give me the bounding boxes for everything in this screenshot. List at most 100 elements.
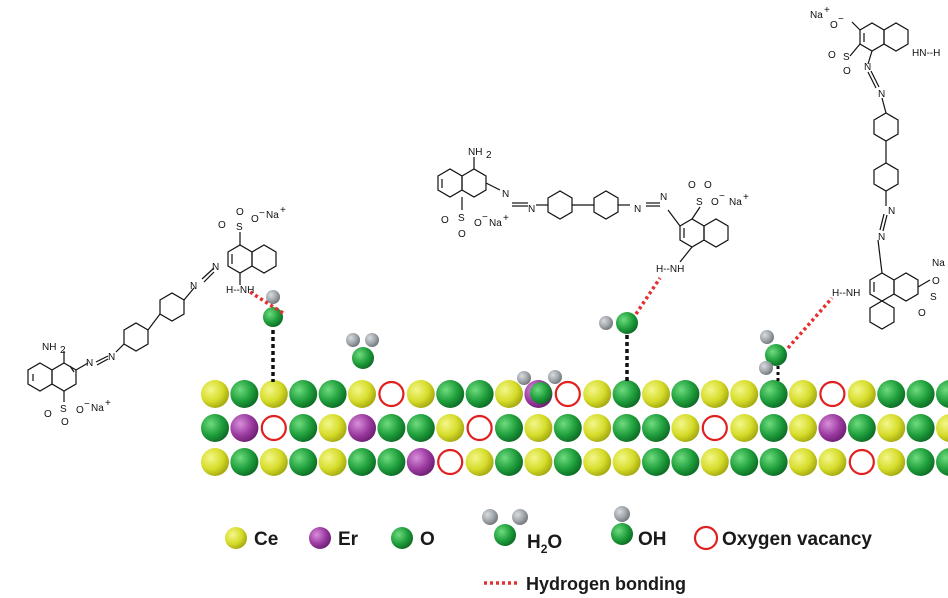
hydrogen-bond (249, 290, 284, 315)
oxygen-vacancy (701, 414, 728, 442)
o-atom (671, 380, 700, 408)
sodium-label: Na (91, 403, 104, 414)
o-atom (906, 380, 935, 408)
ce-atom (495, 380, 523, 408)
azo-n-label: N (502, 189, 509, 200)
amine-h-label-rotated: HN--H (912, 48, 940, 59)
azo-n-label: N (190, 281, 197, 292)
water-hydrogen-atom (548, 370, 562, 384)
legend-ce-swatch (225, 527, 247, 549)
ce-atom (877, 414, 906, 442)
water-hydrogen-atom (365, 333, 379, 347)
legend-er-label: Er (338, 529, 359, 550)
amine-h-label: H--NH (832, 288, 860, 299)
o-atom (877, 380, 906, 408)
legend-h2o-label: H2O (527, 532, 562, 556)
ce-atom (671, 414, 700, 442)
oxygen-vacancy (378, 380, 405, 408)
sulfur-label: S (60, 404, 67, 415)
sodium-label: Na (810, 10, 823, 21)
o-atom (348, 448, 376, 476)
charge-plus: + (824, 5, 830, 16)
o-atom (730, 448, 759, 476)
charge-minus: − (84, 399, 90, 410)
legend-h2o-o: O (547, 532, 562, 553)
oxygen-label: O (918, 308, 926, 319)
sulfur-label: S (930, 292, 937, 303)
o-atom (906, 448, 935, 476)
sodium-label: Na (729, 197, 742, 208)
o-atom (759, 448, 788, 476)
o-atom (642, 414, 670, 442)
o-atom (906, 414, 935, 442)
o-atom (671, 448, 700, 476)
congo-red-molecule-right (849, 21, 931, 330)
water-hydrogen-atom (346, 333, 360, 347)
left-molecule-labels: NH 2 N N S O O O − Na + N N S O O O − Na… (42, 205, 286, 428)
azo-n-label: N (528, 204, 535, 215)
water-oxygen-atom (530, 382, 552, 404)
adsorbates (249, 277, 834, 404)
o-atom (495, 414, 523, 442)
sodium-label: Na (266, 210, 279, 221)
legend-oh-oxygen (611, 523, 633, 545)
ce-atom (877, 448, 906, 476)
o-atom (377, 414, 406, 442)
legend-h2o-hydrogen (482, 509, 498, 525)
charge-plus: + (280, 205, 286, 216)
sulfur-label: S (458, 213, 465, 224)
azo-n-label: N (888, 206, 895, 217)
ce-atom (700, 380, 729, 408)
oxygen-label: O (828, 50, 836, 61)
o-atom (406, 414, 435, 442)
right-molecule-labels: Na + O − S O O HN--H N N N N H--NH S O O… (810, 5, 945, 319)
ce-atom (789, 448, 817, 476)
o-atom (759, 414, 788, 442)
azo-n-label: N (634, 204, 641, 215)
charge-minus: − (482, 212, 488, 223)
hydrogen-bond (634, 277, 662, 315)
water-hydrogen-atom (517, 371, 531, 385)
sulfonate-o-label: O (251, 214, 259, 225)
legend-h2o-h: H (527, 532, 541, 553)
er-atom (348, 414, 376, 442)
azo-n-label: N (212, 262, 219, 273)
ce-atom (936, 414, 948, 442)
water-oxygen-atom (352, 347, 374, 369)
ce-atom (465, 448, 494, 476)
ce-atom (847, 380, 876, 408)
ce-atom (201, 448, 229, 476)
o-atom (201, 414, 229, 442)
oxygen-vacancy (554, 380, 581, 408)
congo-red-molecule-middle (437, 157, 729, 263)
legend-h2o-sub: 2 (541, 542, 548, 556)
oxygen-label: O (843, 66, 851, 77)
o-atom (318, 380, 347, 408)
ce-atom (642, 380, 670, 408)
er-atom (818, 414, 847, 442)
sulfur-label: S (843, 52, 850, 63)
charge-minus: − (719, 191, 725, 202)
congo-red-molecule-left (27, 232, 277, 402)
azo-n-label: N (86, 358, 93, 369)
er-atom (406, 448, 435, 476)
oh-hydrogen-atom (599, 316, 613, 330)
legend-o-label: O (420, 529, 435, 550)
water-hydrogen-atom (760, 330, 774, 344)
legend-h2o-hydrogen (512, 509, 528, 525)
o-atom (377, 448, 406, 476)
azo-n-label: N (660, 192, 667, 203)
ce-atom (259, 448, 288, 476)
water-oxygen-atom (765, 344, 787, 366)
nh2-label: NH (468, 147, 482, 158)
ce-atom (436, 414, 465, 442)
charge-plus: + (105, 398, 111, 409)
ce-atom (789, 380, 817, 408)
o-atom (759, 380, 788, 408)
ce-atom (259, 380, 288, 408)
ce-atom (583, 448, 612, 476)
oxygen-label: O (218, 220, 226, 231)
hydrogen-bond (786, 296, 834, 350)
nh2-subscript: 2 (486, 150, 492, 161)
